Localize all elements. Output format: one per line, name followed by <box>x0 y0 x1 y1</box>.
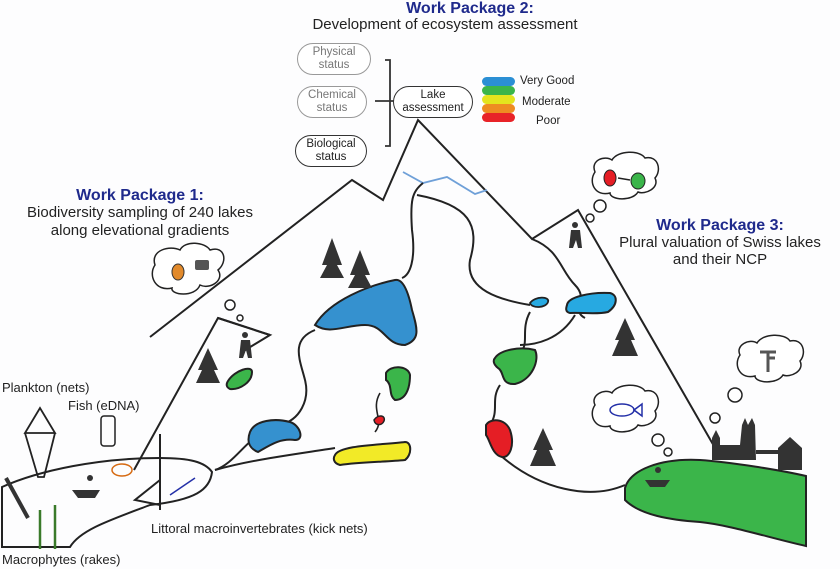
lake-lightblue-right <box>565 291 617 315</box>
macroinvertebrate-icon <box>169 477 196 496</box>
glacier-line <box>402 171 488 195</box>
legend-poor <box>482 113 515 122</box>
lake-red-small <box>373 415 386 426</box>
plankton-net-icon <box>23 406 57 478</box>
pill-line: status <box>318 59 350 71</box>
lake-red-right <box>485 419 513 458</box>
pill-line: assessment <box>402 102 464 114</box>
macrophyte-icon <box>38 505 57 549</box>
physical-status-pill: Physical status <box>297 43 371 75</box>
river-center <box>416 194 531 306</box>
legend-good <box>482 86 515 95</box>
wp1-title: Work Package 1: <box>76 187 204 204</box>
wp1-description-line1: Biodiversity sampling of 240 lakes <box>27 204 253 221</box>
river-8 <box>214 447 336 471</box>
wp1-description-line2: along elevational gradients <box>50 222 230 239</box>
tap-icon <box>760 350 776 372</box>
rake-icon <box>4 477 30 519</box>
pill-line: Biological <box>306 138 356 150</box>
pill-line: Chemical <box>308 89 356 101</box>
legend-label-moderate: Moderate <box>522 96 571 108</box>
orange-fish-icon <box>111 463 133 477</box>
lake-blue-large <box>313 278 418 347</box>
green-lake-icon <box>630 172 646 190</box>
lake-green-left <box>225 367 254 391</box>
legend-label-poor: Poor <box>536 115 561 127</box>
lake-green-bottom-right <box>624 458 807 548</box>
boat-fisherman-icon <box>72 467 670 498</box>
river-5 <box>499 454 626 493</box>
lake-green-right <box>492 347 538 386</box>
river-3 <box>519 314 576 346</box>
city-skyline-icon <box>712 418 802 470</box>
thought-cloud-lakes <box>591 151 660 200</box>
lake-lightblue-small <box>529 296 549 308</box>
river-4 <box>489 384 501 426</box>
wp2-title: Work Package 2: <box>406 0 534 17</box>
legend-very-good <box>482 77 515 86</box>
fish-label: Fish (eDNA) <box>68 398 140 413</box>
plankton-label: Plankton (nets) <box>2 380 90 395</box>
river-2 <box>519 311 531 353</box>
pill-line: status <box>315 151 347 163</box>
pill-line: status <box>316 102 348 114</box>
lake-assessment-pill: Lake assessment <box>393 86 473 118</box>
lake-green-center <box>385 366 412 402</box>
arrow-icon <box>617 177 631 181</box>
river-7 <box>374 392 381 433</box>
hiker-icon <box>239 222 582 358</box>
sampling-lake <box>1 456 214 548</box>
thought-cloud-fish <box>591 384 660 433</box>
red-lake-icon <box>603 169 617 187</box>
legend-poor-orange <box>482 104 515 113</box>
legend-label-very-good: Very Good <box>520 75 575 87</box>
lake-blue-left <box>247 419 302 454</box>
thought-cloud-birds <box>151 242 225 295</box>
kick-net-icon <box>132 434 161 510</box>
wp3-title: Work Package 3: <box>656 217 784 234</box>
macroinvertebrates-label: Littoral macroinvertebrates (kick nets) <box>151 521 368 536</box>
biological-status-pill: Biological status <box>295 135 367 167</box>
wp2-description: Development of ecosystem assessment <box>312 16 578 33</box>
legend-moderate <box>482 95 515 104</box>
river-1 <box>279 329 316 426</box>
river-left <box>401 182 424 279</box>
binoculars-icon <box>195 260 209 270</box>
legend-bars <box>482 77 515 122</box>
wp3-description-line1: Plural valuation of Swiss lakes <box>619 234 821 251</box>
assessment-bracket <box>375 59 395 147</box>
tree-icon <box>196 238 638 466</box>
chemical-status-pill: Chemical status <box>297 86 367 118</box>
lake-yellow <box>332 440 412 467</box>
macrophytes-label: Macrophytes (rakes) <box>2 552 121 567</box>
edna-bottle-icon <box>100 415 116 447</box>
mountain-outline <box>149 118 719 454</box>
pill-line: Lake <box>420 89 446 101</box>
wp3-description-line2: and their NCP <box>672 251 768 268</box>
bird-icon <box>171 263 185 281</box>
pill-line: Physical <box>312 46 356 58</box>
